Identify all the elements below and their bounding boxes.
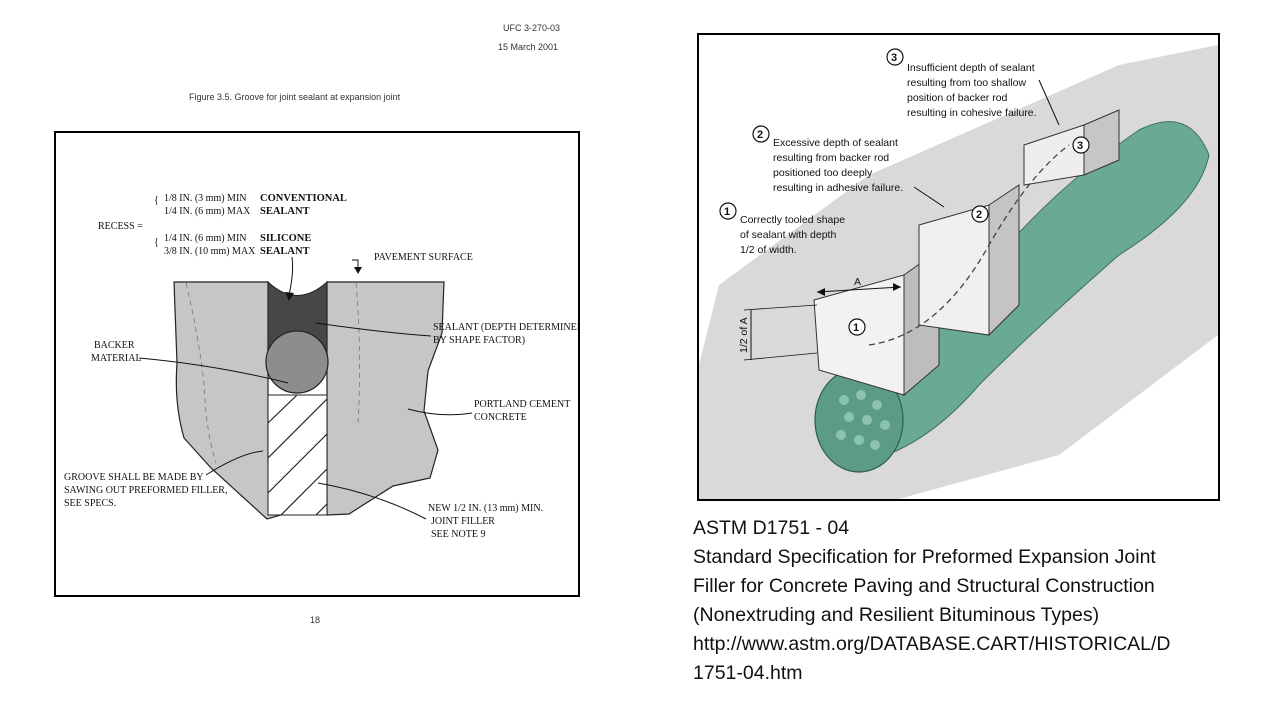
- groove-callout-line1: GROOVE SHALL BE MADE BY: [64, 472, 204, 483]
- callout-2-number: 2: [757, 129, 763, 141]
- caption-url-line: http://www.astm.org/DATABASE.CART/HISTOR…: [693, 633, 1171, 655]
- astm-caption: ASTM D1751 - 04 Standard Specification f…: [693, 514, 1253, 688]
- joint-section-drawing: RECESS = { { 1/8 IN. (3 mm) MIN 1/4 IN. …: [64, 193, 578, 540]
- callout-3-line4: resulting in cohesive failure.: [907, 107, 1037, 119]
- silicone-sealant-label: SEALANT: [260, 246, 310, 257]
- conventional-sealant-label: SEALANT: [260, 206, 310, 217]
- sealant-callout-line1: SEALANT (DEPTH DETERMINED: [433, 322, 578, 333]
- joint-filler: [267, 394, 328, 516]
- sealant-callout-line2: BY SHAPE FACTOR): [433, 335, 525, 346]
- recess-label: RECESS =: [98, 221, 143, 232]
- backer-callout-line2: MATERIAL: [91, 353, 142, 364]
- block-1-number: 1: [853, 322, 859, 334]
- caption-line: Filler for Concrete Paving and Structura…: [693, 575, 1155, 597]
- silicone-label: SILICONE: [260, 233, 311, 244]
- groove-callout-line2: SAWING OUT PREFORMED FILLER,: [64, 485, 227, 496]
- callout-3-line1: Insufficient depth of sealant: [907, 62, 1035, 74]
- caption-line: Standard Specification for Preformed Exp…: [693, 546, 1156, 568]
- new-filler-line2: JOINT FILLER: [431, 516, 495, 527]
- document-date: 15 March 2001: [498, 42, 559, 52]
- callout-2-line4: resulting in adhesive failure.: [773, 182, 903, 194]
- new-filler-line3: SEE NOTE 9: [431, 529, 485, 540]
- sealant-3d-drawing: 3 Insufficient depth of sealant resultin…: [699, 45, 1218, 499]
- caption-url-line: 1751-04.htm: [693, 662, 803, 684]
- svg-text:{: {: [154, 195, 159, 206]
- sealant-block-2: [918, 204, 990, 336]
- groove-callout-line3: SEE SPECS.: [64, 498, 116, 509]
- caption-line: ASTM D1751 - 04: [693, 517, 850, 539]
- callout-2-line3: positioned too deeply: [773, 167, 873, 179]
- page-number: 18: [310, 615, 321, 625]
- conventional-max: 1/4 IN. (6 mm) MAX: [164, 206, 251, 217]
- callout-1-line3: 1/2 of width.: [740, 244, 797, 256]
- block-3-number: 3: [1077, 140, 1083, 152]
- silicone-min: 1/4 IN. (6 mm) MIN: [164, 233, 247, 244]
- joint-sealant-figure: RECESS = { { 1/8 IN. (3 mm) MIN 1/4 IN. …: [54, 131, 580, 597]
- callout-1-line2: of sealant with depth: [740, 229, 836, 241]
- figure-caption: Figure 3.5. Groove for joint sealant at …: [189, 92, 401, 102]
- callout-3-line2: resulting from too shallow: [907, 77, 1026, 89]
- svg-text:{: {: [154, 237, 159, 248]
- dimension-a: A: [854, 276, 861, 288]
- pcc-callout-line2: CONCRETE: [474, 412, 527, 423]
- pcc-callout-line1: PORTLAND CEMENT: [474, 399, 570, 410]
- caption-line: (Nonextruding and Resilient Bituminous T…: [693, 604, 1100, 626]
- document-code: UFC 3-270-03: [503, 23, 561, 33]
- pavement-surface-label: PAVEMENT SURFACE: [374, 252, 473, 263]
- conventional-min: 1/8 IN. (3 mm) MIN: [164, 193, 247, 204]
- callout-2-line2: resulting from backer rod: [773, 152, 889, 164]
- callout-3-line3: position of backer rod: [907, 92, 1008, 104]
- backer-callout-line1: BACKER: [94, 340, 135, 351]
- callout-3-number: 3: [891, 52, 897, 64]
- filler-hatching: [267, 394, 328, 516]
- silicone-max: 3/8 IN. (10 mm) MAX: [164, 246, 256, 257]
- right-concrete-slab: [326, 281, 445, 516]
- dimension-half-a: 1/2 of A: [738, 317, 750, 353]
- conventional-label: CONVENTIONAL: [260, 193, 347, 204]
- left-concrete-slab: [173, 281, 282, 520]
- callout-1-number: 1: [724, 206, 730, 218]
- sealant-depth-illustration: 3 Insufficient depth of sealant resultin…: [697, 33, 1220, 501]
- new-filler-line1: NEW 1/2 IN. (13 mm) MIN.: [428, 503, 543, 514]
- backer-rod: [265, 330, 329, 394]
- block-2-number: 2: [976, 209, 982, 221]
- rod-texture: [836, 390, 890, 450]
- callout-1-line1: Correctly tooled shape: [740, 214, 845, 226]
- callout-2-line1: Excessive depth of sealant: [773, 137, 898, 149]
